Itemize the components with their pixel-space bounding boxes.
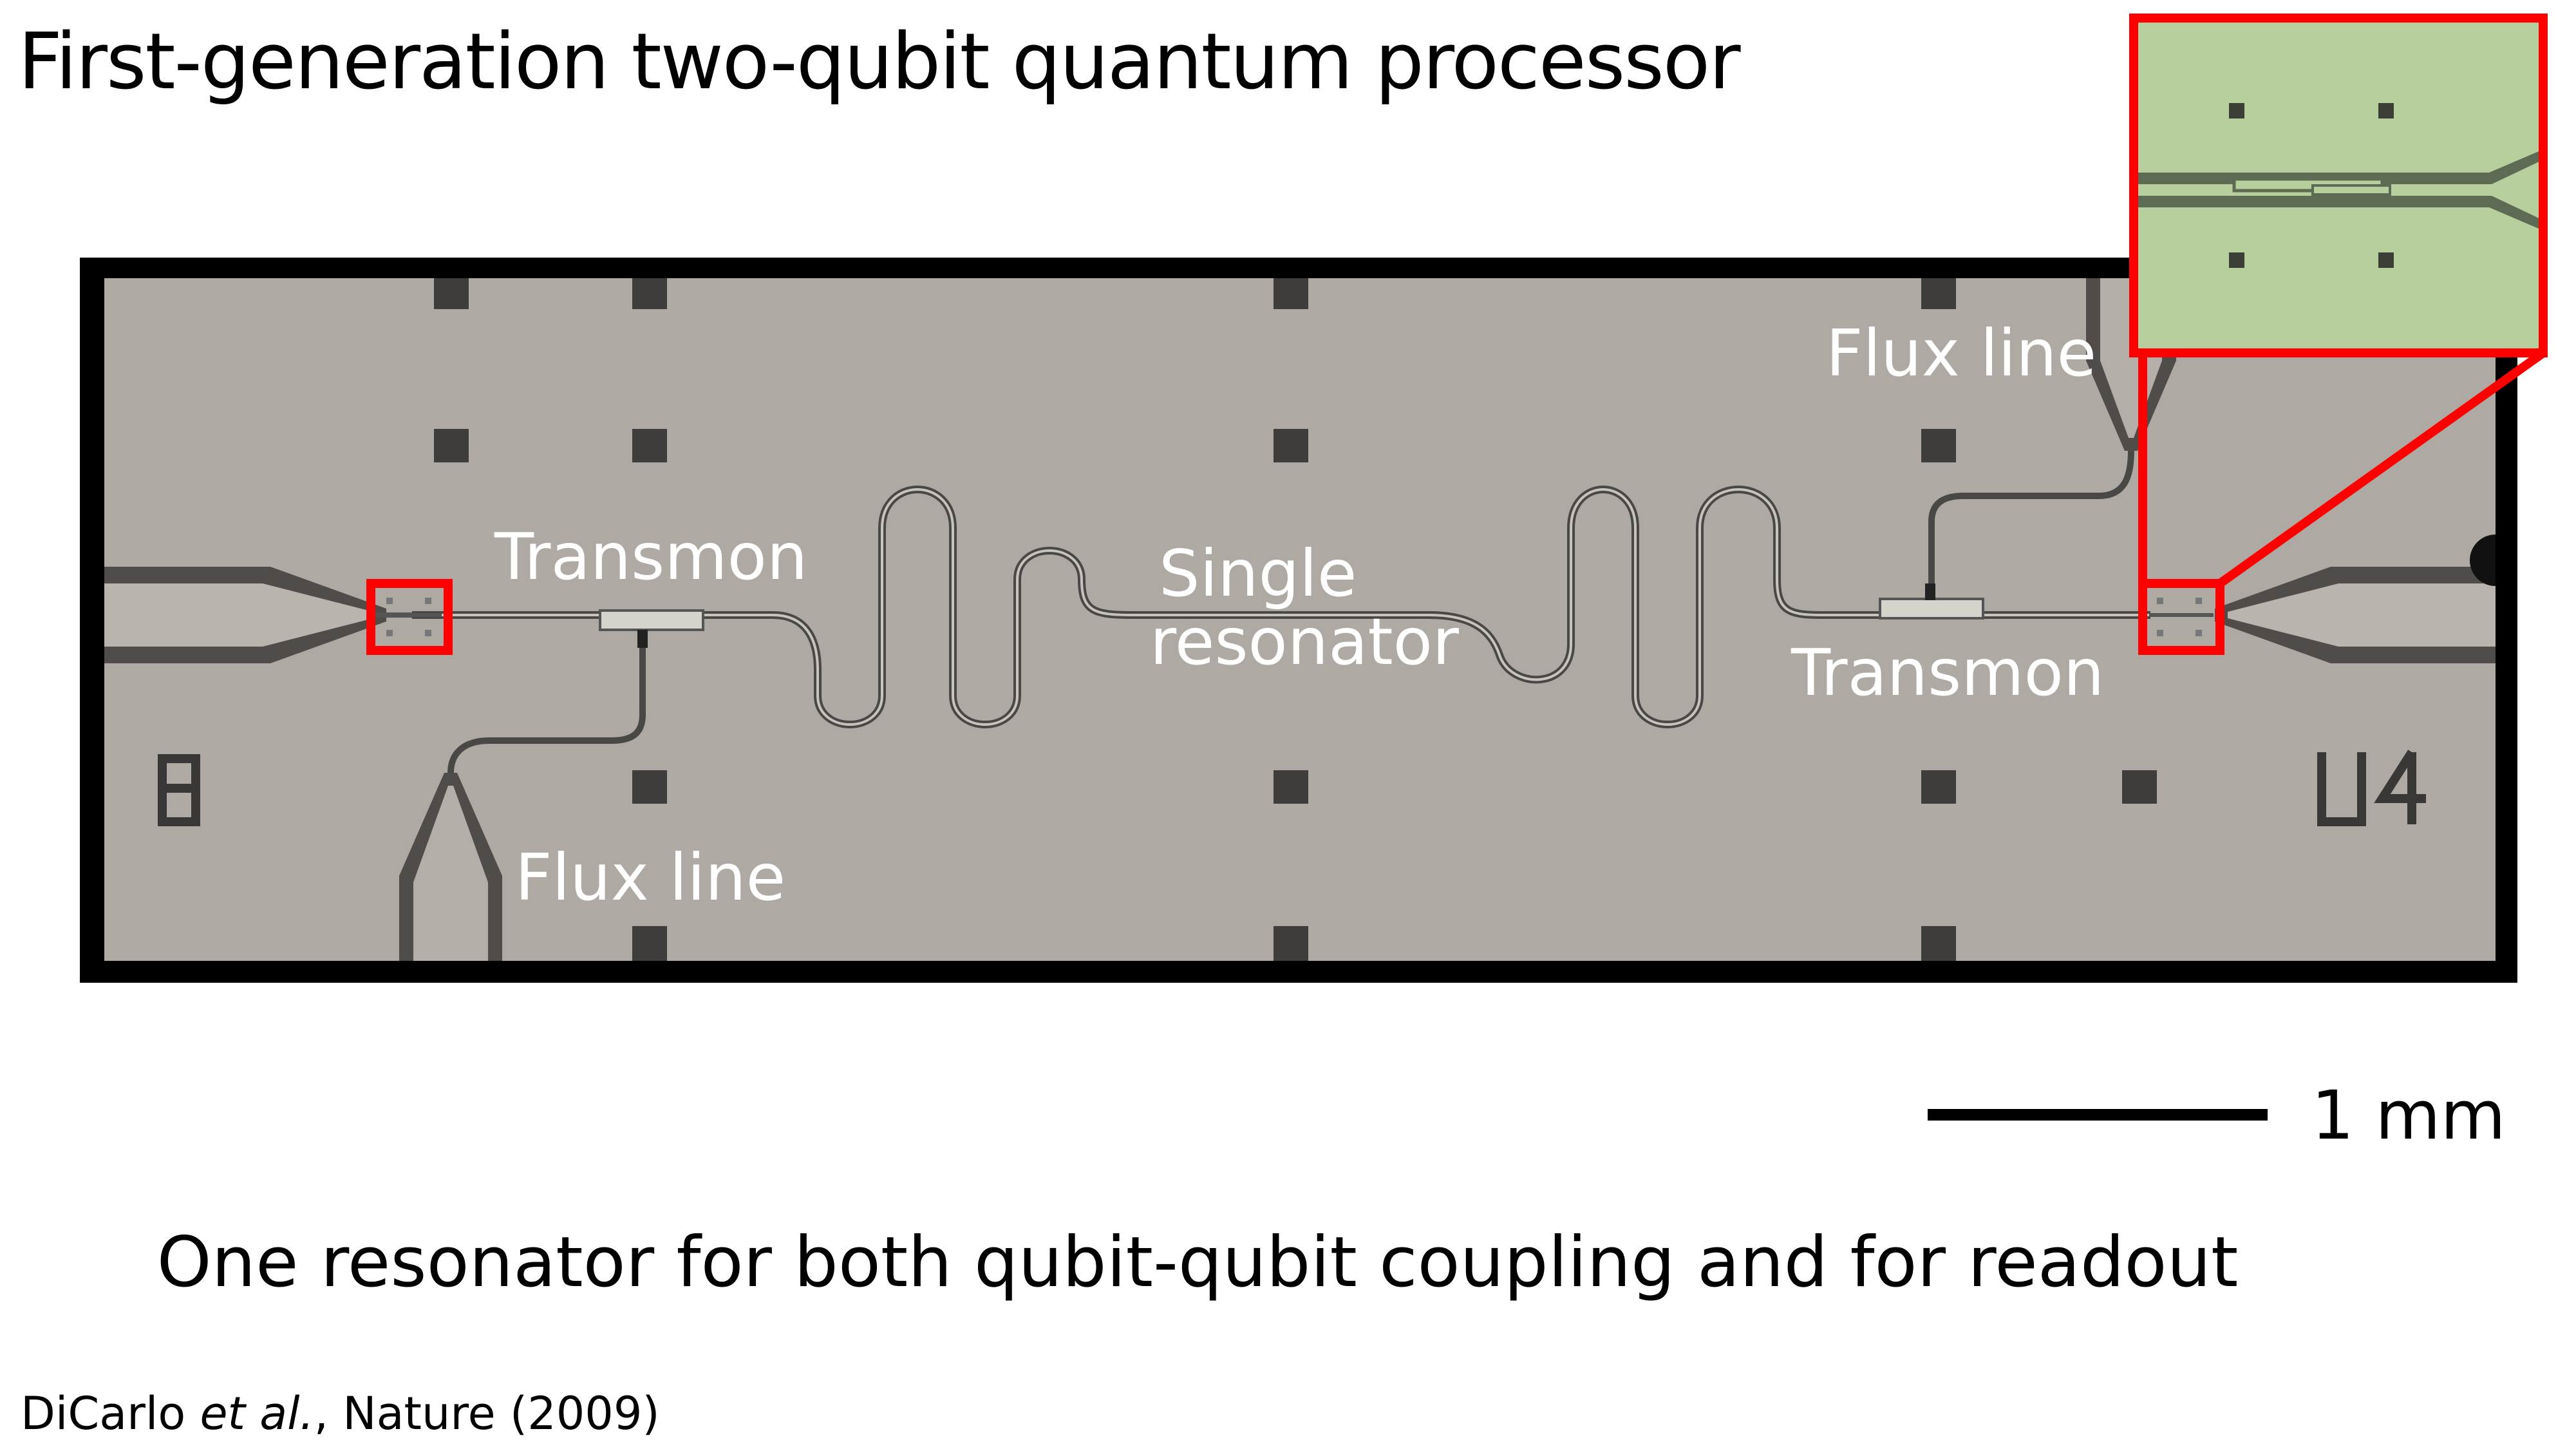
page-title: First-generation two-qubit quantum proce… [18, 17, 1741, 107]
left-launcher [104, 567, 412, 663]
inset-zoom-view [2134, 18, 2543, 353]
resonator-label-line2: resonator [1150, 604, 1459, 679]
transmon-right-label: Transmon [1791, 635, 2105, 710]
scale-bar-label: 1 mm [2311, 1076, 2506, 1155]
chip-mark-left [158, 754, 200, 826]
citation-authors: DiCarlo [21, 1387, 200, 1440]
left-flux-line [399, 648, 646, 961]
transmon-left-label: Transmon [494, 519, 808, 594]
left-coupler-highlight [366, 579, 453, 655]
right-launcher [2215, 535, 2496, 663]
inset-frame [2129, 14, 2548, 357]
citation-etal: et al. [200, 1387, 314, 1440]
flux-line-left-label: Flux line [515, 840, 786, 915]
left-transmon-body [599, 609, 704, 648]
right-coupler-highlight [2138, 579, 2224, 655]
flux-line-right-label: Flux line [1826, 316, 2097, 391]
scale-bar [1928, 1109, 2268, 1121]
chip-surface [104, 278, 2496, 961]
resonator-label-line1: Single [1159, 536, 1357, 611]
alignment-pads [434, 278, 2157, 961]
right-transmon-body [1879, 583, 1984, 620]
chip-mark-right [2317, 750, 2426, 826]
citation-journal: , Nature (2009) [314, 1387, 660, 1440]
citation: DiCarlo et al., Nature (2009) [21, 1385, 660, 1443]
figure-caption: One resonator for both qubit-qubit coupl… [156, 1222, 2239, 1303]
